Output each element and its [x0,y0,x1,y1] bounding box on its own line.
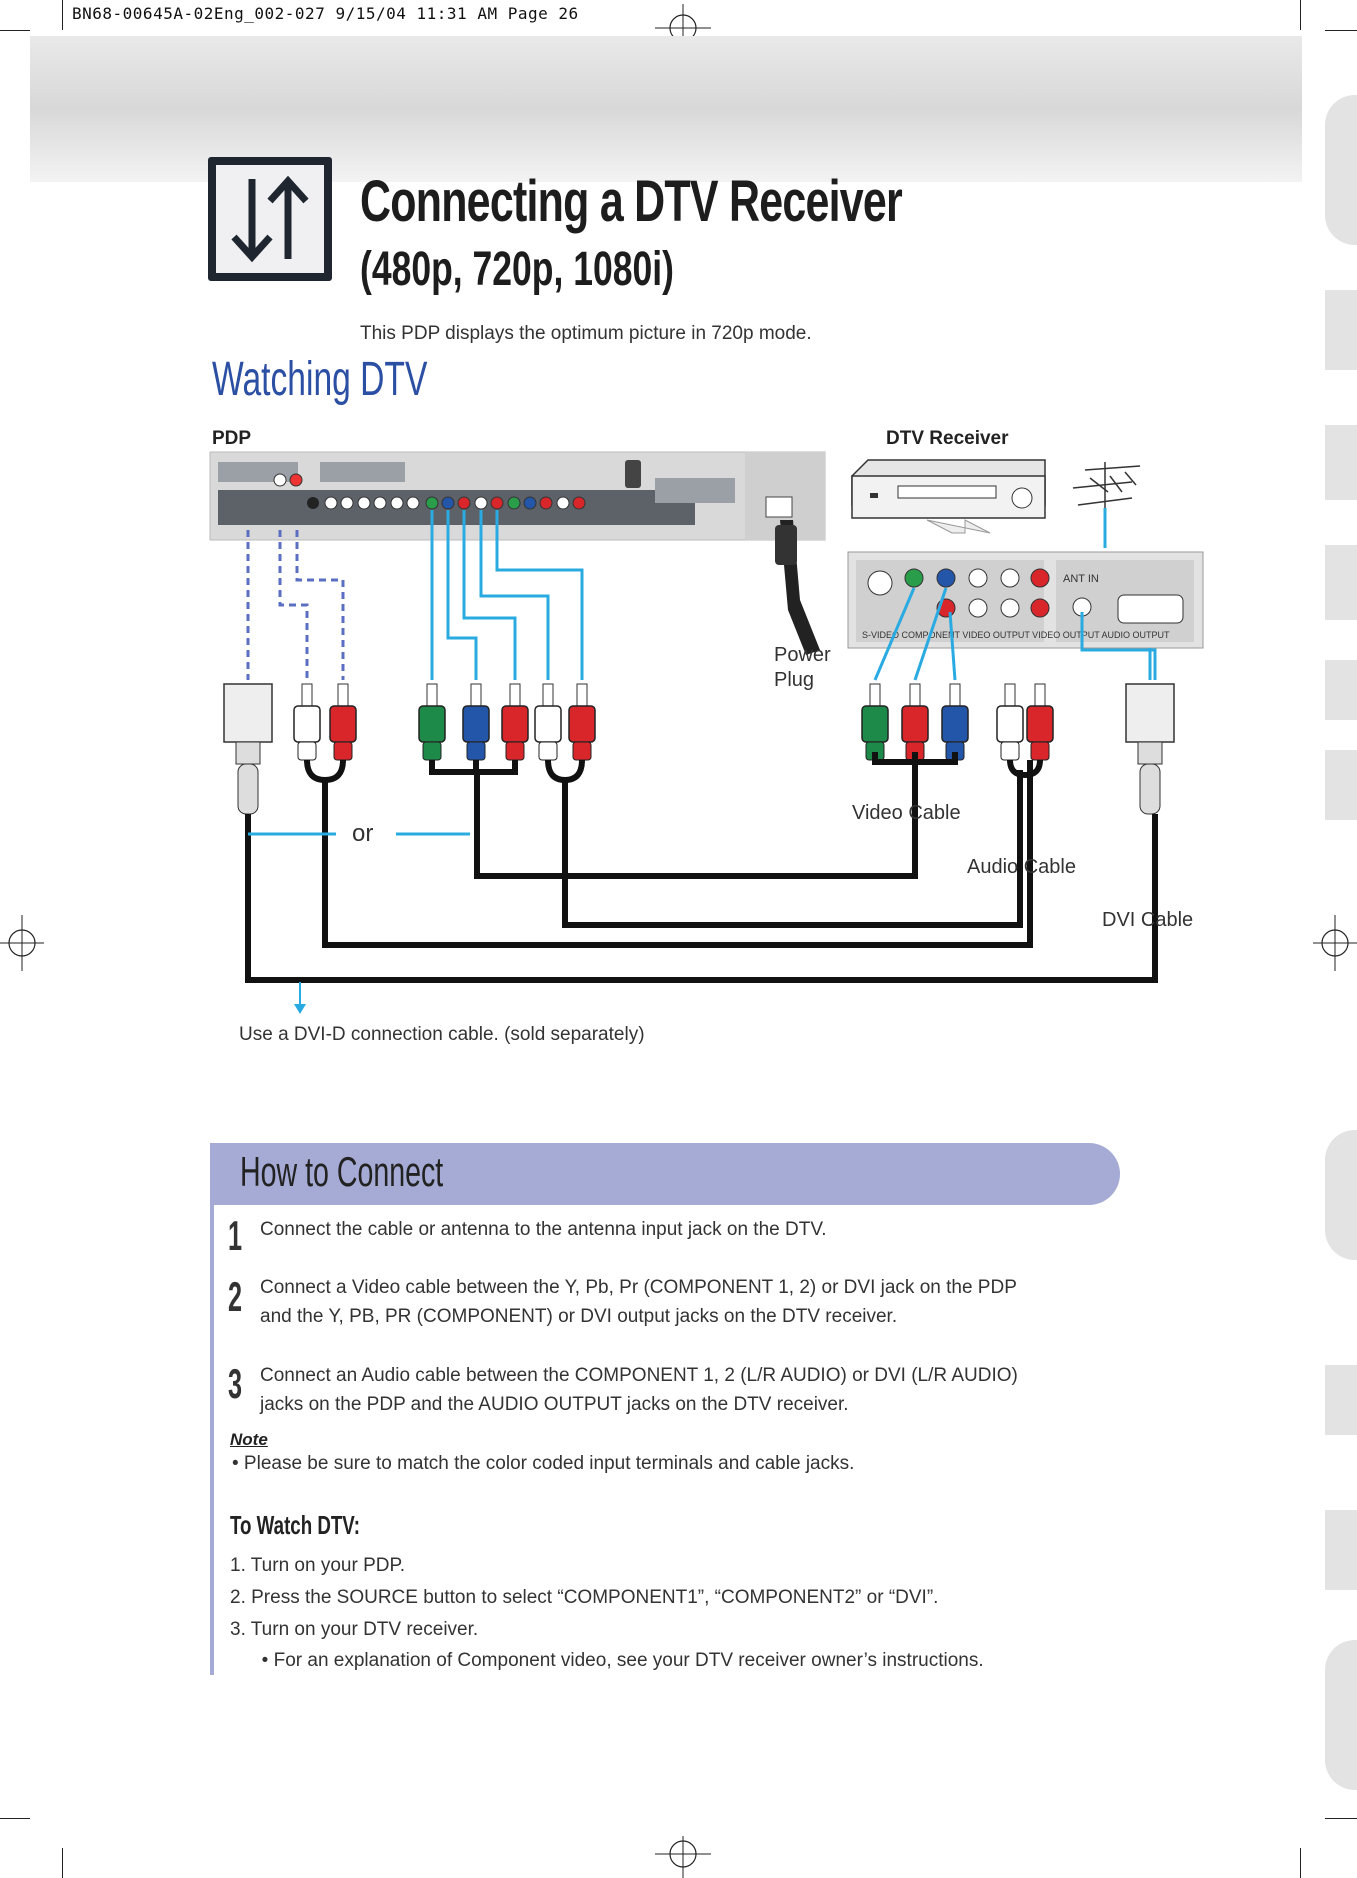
rca-plug [462,683,490,761]
rca-plug [329,683,357,761]
connector-group [223,683,1175,815]
dvi-cable-label: DVI Cable [1102,909,1194,931]
side-tab [1325,1365,1357,1435]
step-number: 3 [228,1360,243,1407]
step-number: 1 [228,1212,243,1259]
pdp-rear-panel [209,451,826,541]
step-number: 2 [228,1273,243,1320]
rca-plug [418,683,446,761]
step-text: Connect the cable or antenna to the ante… [260,1219,827,1240]
or-label: or [352,820,374,847]
crop-mark [0,30,30,31]
rca-plugs [293,683,1054,761]
crop-mark [0,1818,30,1819]
watch-step: 3. Turn on your DTV receiver. [230,1619,479,1640]
power-plug-label: Power [774,644,831,666]
rca-plug [1026,683,1054,761]
power-plug [775,520,820,655]
print-header: BN68-00645A-02Eng_002-027 9/15/04 11:31 … [72,4,579,23]
dvi-note: Use a DVI-D connection cable. (sold sepa… [239,1024,645,1045]
side-tab [1325,545,1357,620]
antenna-icon [1072,462,1141,548]
side-tab [1325,290,1357,370]
video-cable-label: Video Cable [852,802,961,824]
crop-mark [62,0,63,30]
dvi-connector-right [1125,683,1175,815]
note-label: Note [230,1430,268,1449]
rca-plug [996,683,1024,761]
side-tab [1325,1640,1357,1790]
connection-logo-icon [208,157,332,281]
crop-mark [62,1848,63,1878]
side-tab [1325,425,1357,500]
svg-text:ANT IN: ANT IN [1063,573,1099,585]
svg-text:S-VIDEO COMPONENT VIDEO OUTP: S-VIDEO COMPONENT VIDEO OUTPUT VIDEO OUT… [862,630,1170,640]
page-subtitle: (480p, 720p, 1080i) [360,243,674,296]
side-tab [1325,1130,1357,1260]
step-text: Connect an Audio cable between the COMPO… [260,1365,1018,1415]
how-to-connect-title: How to Connect [240,1148,444,1195]
rca-plug [501,683,529,761]
crop-mark [1300,0,1301,30]
registration-mark [1313,915,1357,971]
registration-mark [655,1836,711,1878]
rca-plug [293,683,321,761]
crop-mark [1300,1848,1301,1878]
side-tab [1325,95,1357,245]
watch-step: 2. Press the SOURCE button to select “CO… [230,1587,939,1608]
dtv-receiver-label: DTV Receiver [886,428,1009,449]
how-to-connect-bar [210,1143,1120,1205]
rca-plug [534,683,562,761]
section-title: Watching DTV [212,353,428,406]
to-watch-heading: To Watch DTV: [230,1510,360,1540]
dvi-audio-dashed-lines [246,530,345,680]
side-tab [1325,750,1357,820]
dtv-receiver-device [851,459,1046,519]
power-plug-label: Plug [774,669,815,691]
rca-plug [941,683,969,761]
rca-plug [861,683,889,761]
page-title: Connecting a DTV Receiver [360,169,903,234]
side-tab [1325,1510,1357,1590]
watch-step: • For an explanation of Component video,… [230,1650,984,1671]
rca-plug [901,683,929,761]
registration-mark [0,915,44,971]
step-text: Connect a Video cable between the Y, Pb,… [260,1277,1017,1327]
audio-cable-label: Audio Cable [967,856,1076,878]
crop-mark [1325,1818,1357,1819]
watch-step: 1. Turn on your PDP. [230,1555,405,1576]
dvi-connector-left [223,683,273,815]
intro-text: This PDP displays the optimum picture in… [360,323,812,344]
crop-mark [1325,30,1357,31]
note-text: • Please be sure to match the color code… [232,1453,855,1474]
section-rule [210,1205,214,1675]
rca-plug [568,683,596,761]
pdp-label: PDP [212,428,252,449]
dtv-rear-panel: ANT IN S-VIDEO COMPONENT VIDEO OUTPUT VI… [847,551,1204,649]
side-tab [1325,660,1357,720]
